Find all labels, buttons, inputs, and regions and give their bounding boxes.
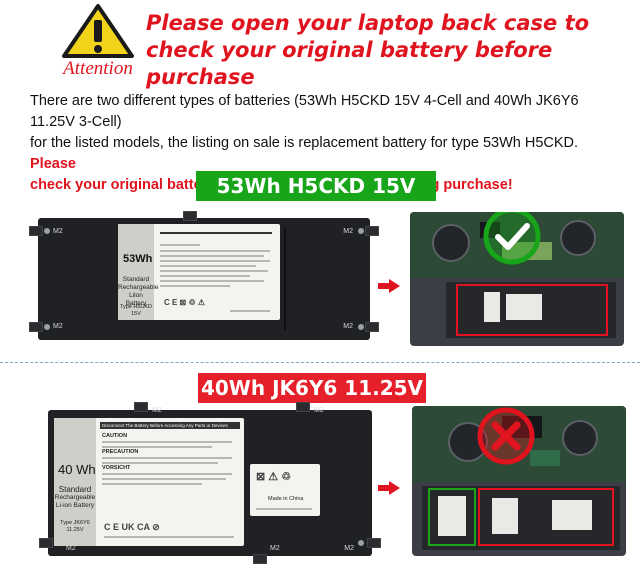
headline-line-1: Please open your laptop back case to [146,11,590,35]
mount-tab [134,402,148,412]
mount-tab [29,322,43,332]
m2-label: M2 [343,323,353,330]
mount-tab [296,402,310,412]
description-line-2: for the listed models, the listing on sa… [30,133,620,175]
vorsicht-heading: VORSICHT [102,465,131,471]
battery-53wh-image: M2 M2 M2 M2 M2 53Wh Standard Rechargeabl… [29,211,379,340]
description-line-2-warning: Please [30,156,76,172]
recycle-sticker: ⊠ ⚠ ♲ Made in China [250,464,320,516]
mount-tab [365,226,379,236]
battery-label-sticker: 40 Wh Standard Rechargeable Li-ion Batte… [54,418,244,546]
section-divider [0,362,640,363]
laptop-photo-53wh [410,212,624,346]
mount-tab [29,226,43,236]
precaution-heading: PRECAUTION [102,449,139,455]
attention-badge: Attention [58,4,138,82]
capacity-text: 40 Wh [58,462,96,477]
x-circle-icon [477,407,535,465]
screw [358,540,364,546]
mount-tab [253,554,267,564]
arrow-right-icon [378,481,400,495]
label-40wh: 40Wh JK6Y6 11.25V [198,373,426,403]
caution-heading: CAUTION [102,433,128,439]
type-text: Type JK6Y6 11.25V [60,520,90,533]
screw [44,324,50,330]
description-line-2-text: for the listed models, the listing on sa… [30,135,579,151]
standard-text: Standard Rechargeable Lilon Battery [118,276,159,307]
disconnect-warning: Disconnect The Battery Before Accessing … [100,422,240,429]
cell-divider [284,228,286,330]
screw [358,228,364,234]
headline: Please open your laptop back case to che… [146,10,616,91]
capacity-panel [118,224,154,320]
certification-marks: C E UK CA ⊘ [104,522,160,532]
m2-label: M2 [344,545,354,552]
headline-line-2: check your original battery before purch… [146,38,553,89]
made-in-text: Made in China [268,496,304,502]
m2-label: M2 [53,323,63,330]
battery-40wh-image: M2 M2 M2 M2 M2 40 Wh Standard Rechargeab… [39,402,381,564]
description-line-1: There are two different types of batteri… [30,93,579,130]
label-53wh: 53Wh H5CKD 15V [196,171,436,201]
arrow-right-icon [378,279,400,293]
m2-label: M2 [270,545,280,552]
ukca-mark: UK CA [121,522,150,532]
compartment-highlight-box [428,488,476,546]
capacity-panel [54,418,96,546]
screw [44,228,50,234]
mount-tab [367,538,381,548]
battery-highlight-box [478,488,614,546]
m2-label: M2 [66,545,76,552]
m2-label: M2 [343,228,353,235]
m2-label: M2 [152,407,162,414]
mount-tab [183,211,197,221]
standard-text: Standard Rechargeable Li-ion Battery [54,485,96,510]
certification-marks: C E ⊠ ♲ ⚠ [164,298,206,307]
m2-label: M2 [53,228,63,235]
attention-label: Attention [63,58,133,79]
laptop-photo-40wh [412,406,626,556]
battery-highlight-box [456,284,608,336]
m2-label: M2 [314,407,324,414]
recycle-icons: ⊠ ⚠ ♲ [256,471,292,483]
capacity-text: 53Wh [123,253,153,265]
battery-label-sticker: 53Wh Standard Rechargeable Lilon Battery… [118,224,280,320]
check-circle-icon [483,212,541,265]
type-text: Type H5CKD 15V [119,304,153,317]
warning-triangle-icon [62,4,134,58]
mount-tab [39,538,53,548]
mount-tab [365,322,379,332]
screw [358,324,364,330]
